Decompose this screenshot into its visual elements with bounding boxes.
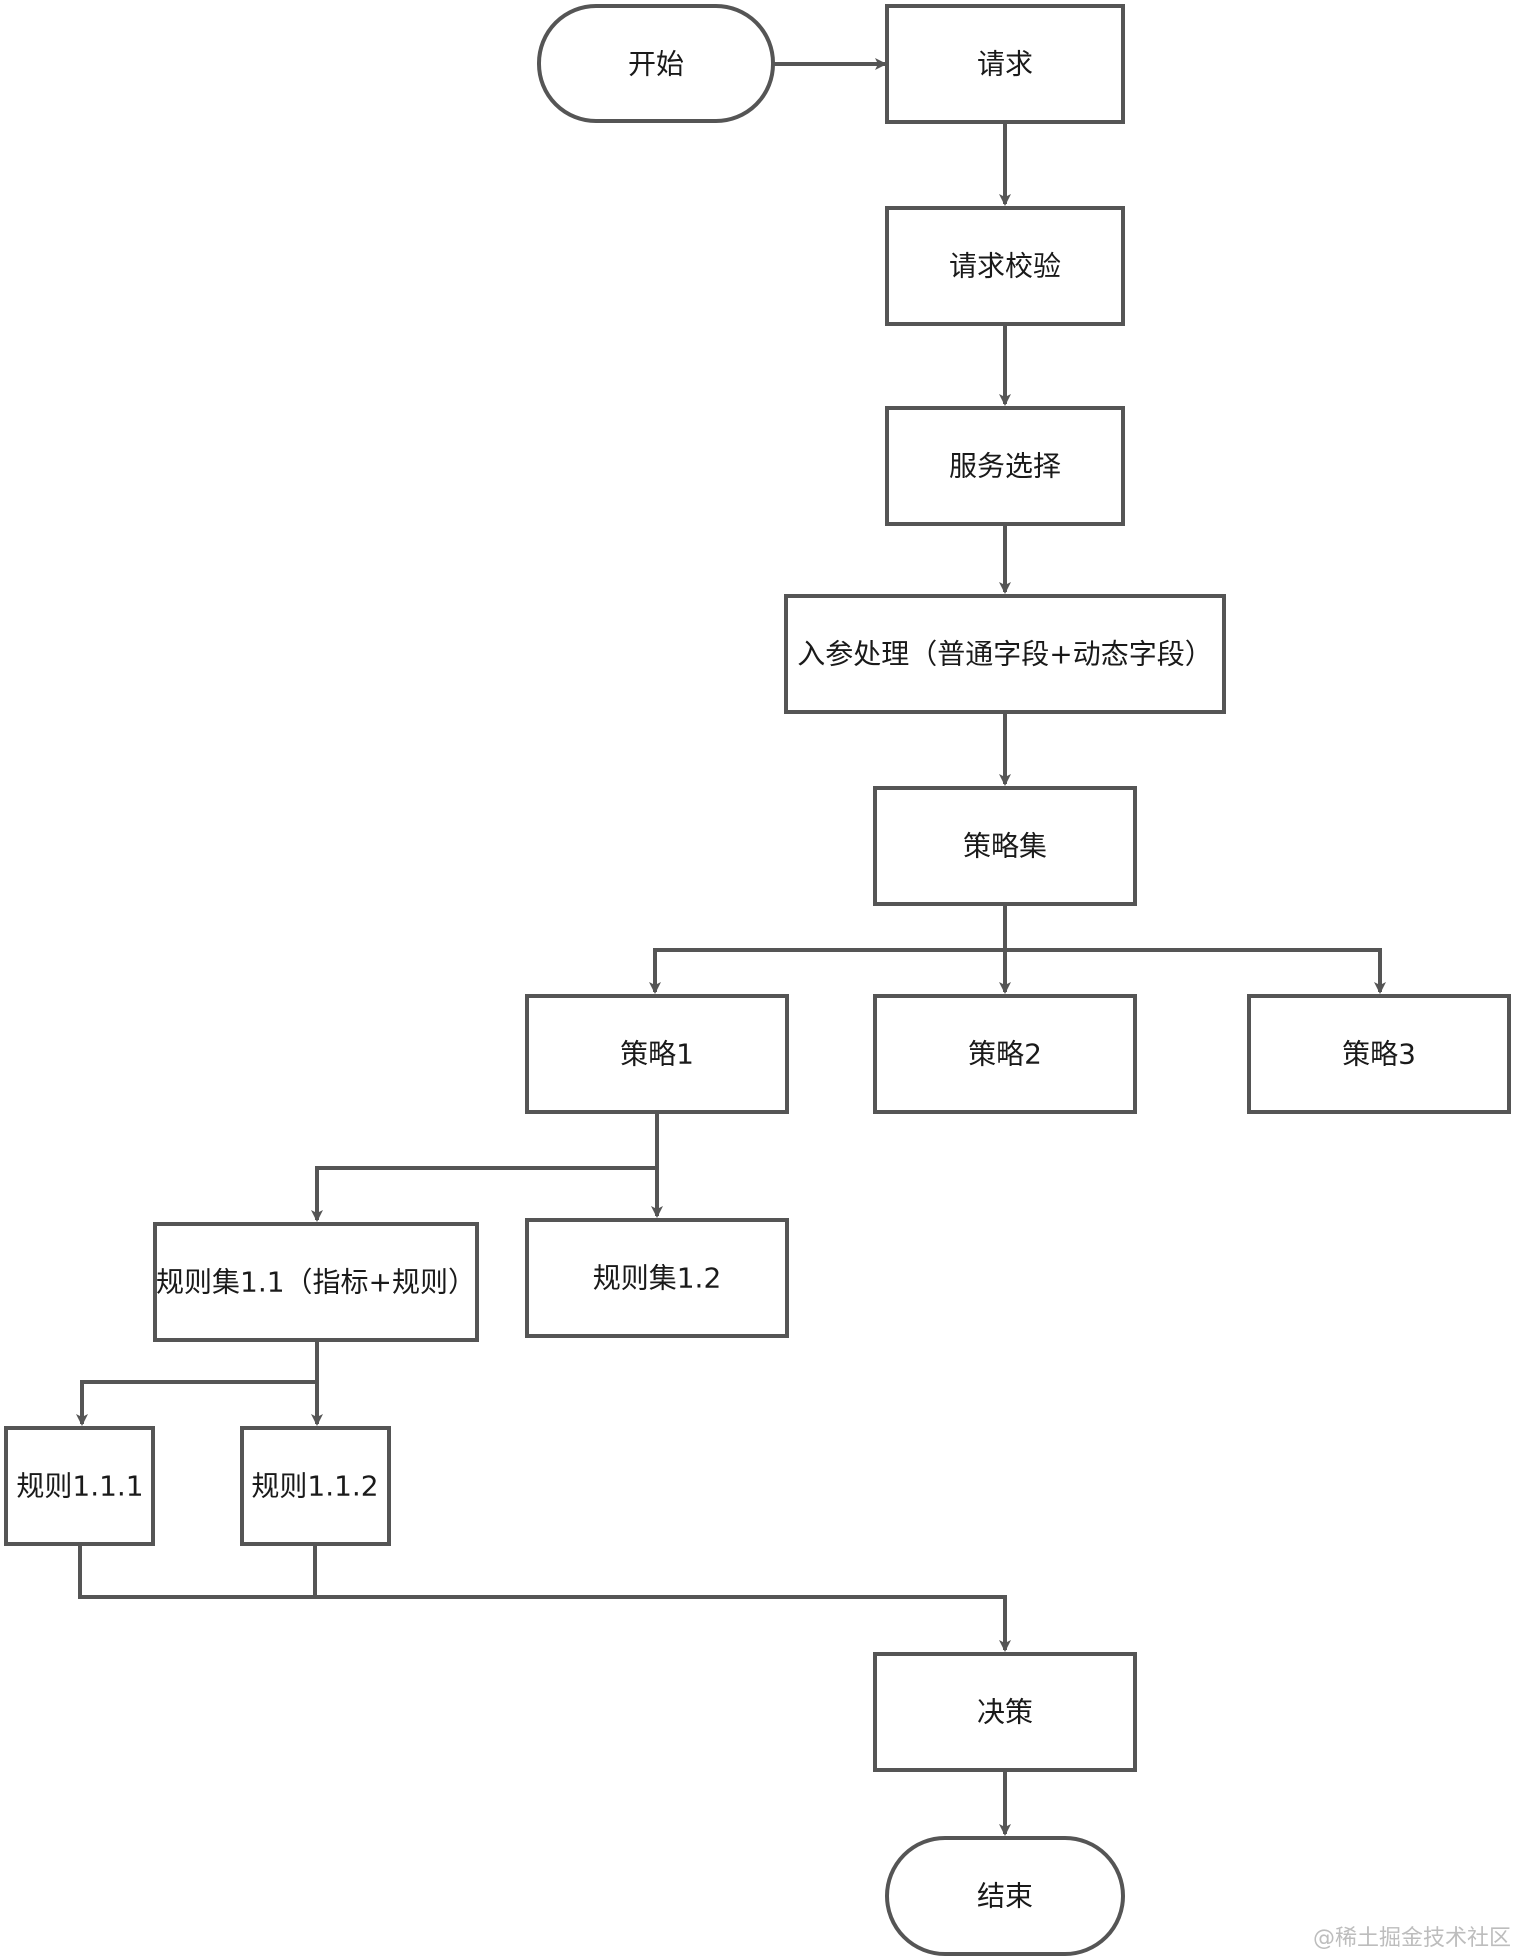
edge-rule111-merge [78, 1543, 1011, 1652]
service-select-label: 服务选择 [949, 450, 1061, 483]
rule-1-1-1-box [4, 1426, 155, 1546]
rule-1-1-2-box [240, 1426, 391, 1546]
edge-strategy1-ruleset11 [311, 1166, 657, 1222]
edge-ruleset11-rule111 [76, 1380, 317, 1426]
edge-strategyset-branch [649, 904, 1007, 994]
strategy1-label: 策略1 [620, 1038, 694, 1071]
start-terminal [537, 4, 775, 123]
param-process-label: 入参处理（普通字段+动态字段） [797, 638, 1212, 671]
rule-1-1-2-label: 规则1.1.2 [251, 1470, 378, 1503]
labels: 开始 请求 请求校验 服务选择 入参处理（普通字段+动态字段） 策略集 策略1 … [16, 48, 1416, 1913]
strategy3-box [1247, 994, 1511, 1114]
request-check-label: 请求校验 [949, 250, 1061, 283]
param-process-box [784, 594, 1226, 714]
request-check-box [885, 206, 1125, 326]
connectors [76, 58, 1386, 1836]
decision-box [873, 1652, 1137, 1772]
end-label: 结束 [977, 1880, 1033, 1913]
strategy1-box [525, 994, 789, 1114]
start-label: 开始 [628, 48, 684, 81]
decision-label: 决策 [977, 1696, 1033, 1729]
watermark: @稀土掘金技术社区 [1312, 1926, 1511, 1951]
request-label: 请求 [977, 48, 1033, 81]
edge-strategyset-strategy3 [1005, 948, 1386, 994]
request-box [885, 4, 1125, 124]
ruleset-1-1-box [153, 1222, 479, 1342]
strategy-set-label: 策略集 [963, 830, 1047, 863]
strategy2-box [873, 994, 1137, 1114]
end-terminal [885, 1836, 1125, 1956]
ruleset-1-1-label: 规则集1.1（指标+规则） [156, 1266, 476, 1299]
rule-1-1-1-label: 规则1.1.1 [16, 1470, 143, 1503]
service-select-box [885, 406, 1125, 526]
ruleset-1-2-label: 规则集1.2 [593, 1262, 722, 1295]
ruleset-1-2-box [525, 1218, 789, 1338]
strategy3-label: 策略3 [1342, 1038, 1416, 1071]
nodes [4, 4, 1511, 1956]
strategy-set-box [873, 786, 1137, 906]
strategy2-label: 策略2 [968, 1038, 1042, 1071]
